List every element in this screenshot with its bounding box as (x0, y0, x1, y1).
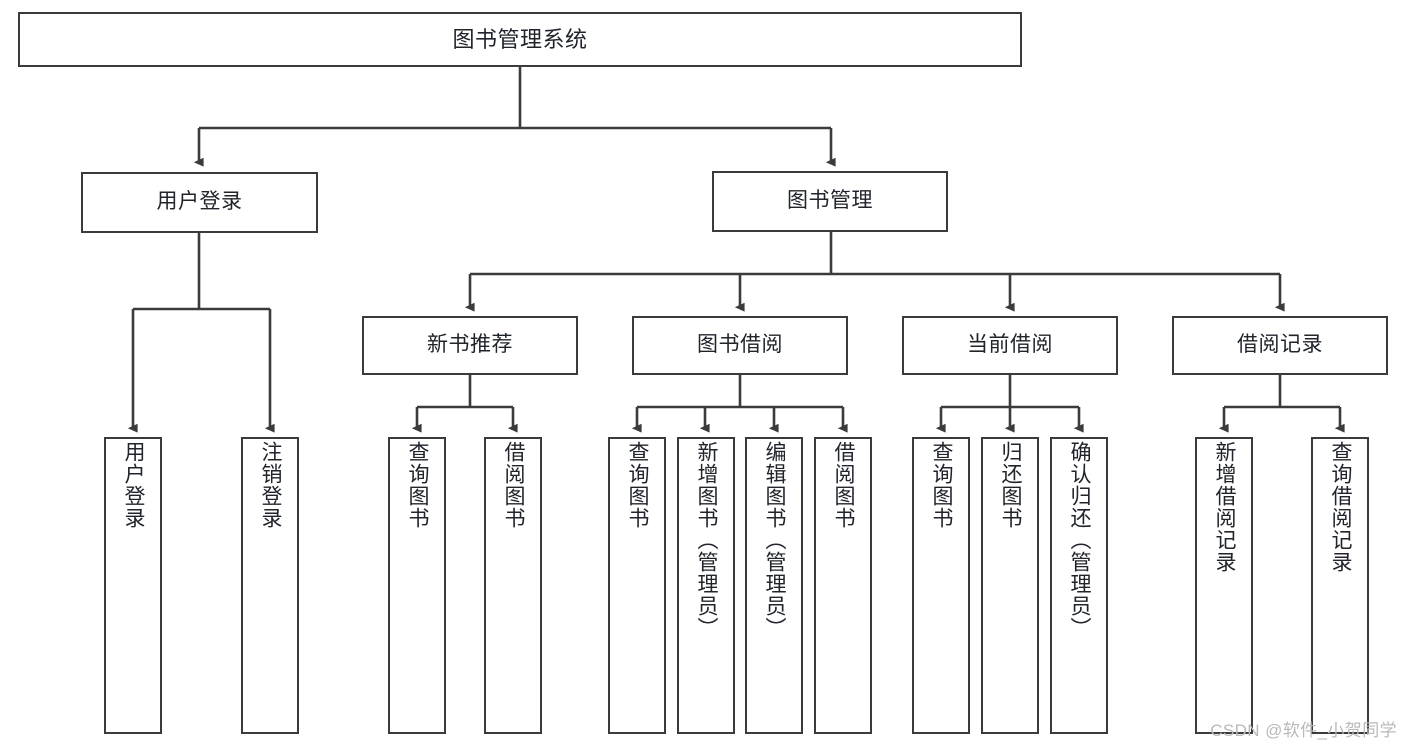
node-label: 当前借阅 (967, 333, 1053, 357)
leaf-records-add-record[interactable]: 新增借阅记录 (1195, 437, 1253, 734)
node-label: 借阅图书 (502, 441, 526, 529)
node-book-borrow[interactable]: 图书借阅 (632, 316, 848, 375)
node-label: 借阅图书 (832, 441, 856, 529)
leaf-new-book-borrow[interactable]: 借阅图书 (484, 437, 542, 734)
watermark: CSDN @软件_小贺同学 (1210, 721, 1397, 740)
node-label: 新增借阅记录 (1213, 441, 1237, 573)
node-root-system[interactable]: 图书管理系统 (18, 12, 1022, 67)
node-label: 图书管理 (787, 189, 873, 213)
node-current-borrow[interactable]: 当前借阅 (902, 316, 1118, 375)
node-label: 新书推荐 (427, 333, 513, 357)
leaf-records-query-record[interactable]: 查询借阅记录 (1311, 437, 1369, 734)
node-borrow-records[interactable]: 借阅记录 (1172, 316, 1388, 375)
node-label: 注销登录 (259, 441, 283, 529)
node-label: 用户登录 (156, 190, 243, 214)
node-label: 图书借阅 (697, 333, 783, 357)
leaf-current-confirm-return-admin[interactable]: 确认归还（管理员） (1050, 437, 1108, 734)
node-label: 图书管理系统 (452, 26, 588, 52)
node-label: 查询图书 (406, 441, 430, 529)
leaf-user-login-signin[interactable]: 用户登录 (104, 437, 162, 734)
leaf-borrow-add-book-admin[interactable]: 新增图书（管理员） (677, 437, 735, 734)
leaf-current-query-book[interactable]: 查询图书 (912, 437, 970, 734)
node-label: 借阅记录 (1237, 333, 1323, 357)
node-label: 编辑图书（管理员） (763, 441, 787, 639)
node-label: 归还图书 (999, 441, 1023, 529)
node-label: 新增图书（管理员） (695, 441, 719, 639)
leaf-borrow-borrow-book[interactable]: 借阅图书 (814, 437, 872, 734)
leaf-current-return-book[interactable]: 归还图书 (981, 437, 1039, 734)
node-user-login[interactable]: 用户登录 (81, 172, 318, 233)
node-book-management[interactable]: 图书管理 (712, 171, 948, 232)
leaf-user-login-signout[interactable]: 注销登录 (241, 437, 299, 734)
node-label: 查询图书 (930, 441, 954, 529)
node-label: 查询借阅记录 (1329, 441, 1353, 573)
leaf-new-book-query[interactable]: 查询图书 (388, 437, 446, 734)
node-new-book-recommend[interactable]: 新书推荐 (362, 316, 578, 375)
leaf-borrow-edit-book-admin[interactable]: 编辑图书（管理员） (745, 437, 803, 734)
leaf-borrow-query-book[interactable]: 查询图书 (608, 437, 666, 734)
node-label: 查询图书 (626, 441, 650, 529)
node-label: 用户登录 (122, 441, 146, 529)
node-label: 确认归还（管理员） (1068, 441, 1092, 639)
